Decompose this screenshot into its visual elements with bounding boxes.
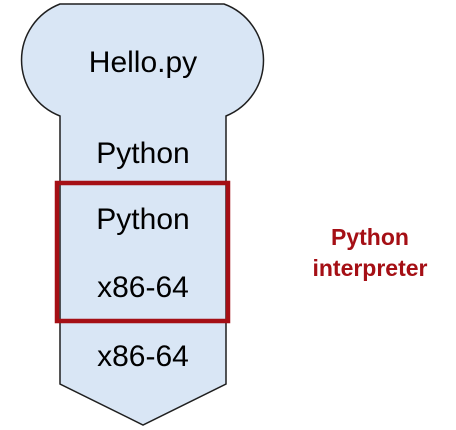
interpreter-highlight-box bbox=[54, 180, 231, 324]
annotation-line-2: interpreter bbox=[312, 255, 427, 281]
layer-label-python-top: Python bbox=[96, 137, 189, 170]
top-label: Hello.py bbox=[89, 46, 197, 79]
annotation-line-1: Python bbox=[331, 224, 409, 250]
layer-label-x86-bottom: x86-64 bbox=[97, 340, 189, 373]
layer-label-x86-inner: x86-64 bbox=[97, 271, 189, 304]
layer-label-python-inner: Python bbox=[96, 203, 189, 236]
